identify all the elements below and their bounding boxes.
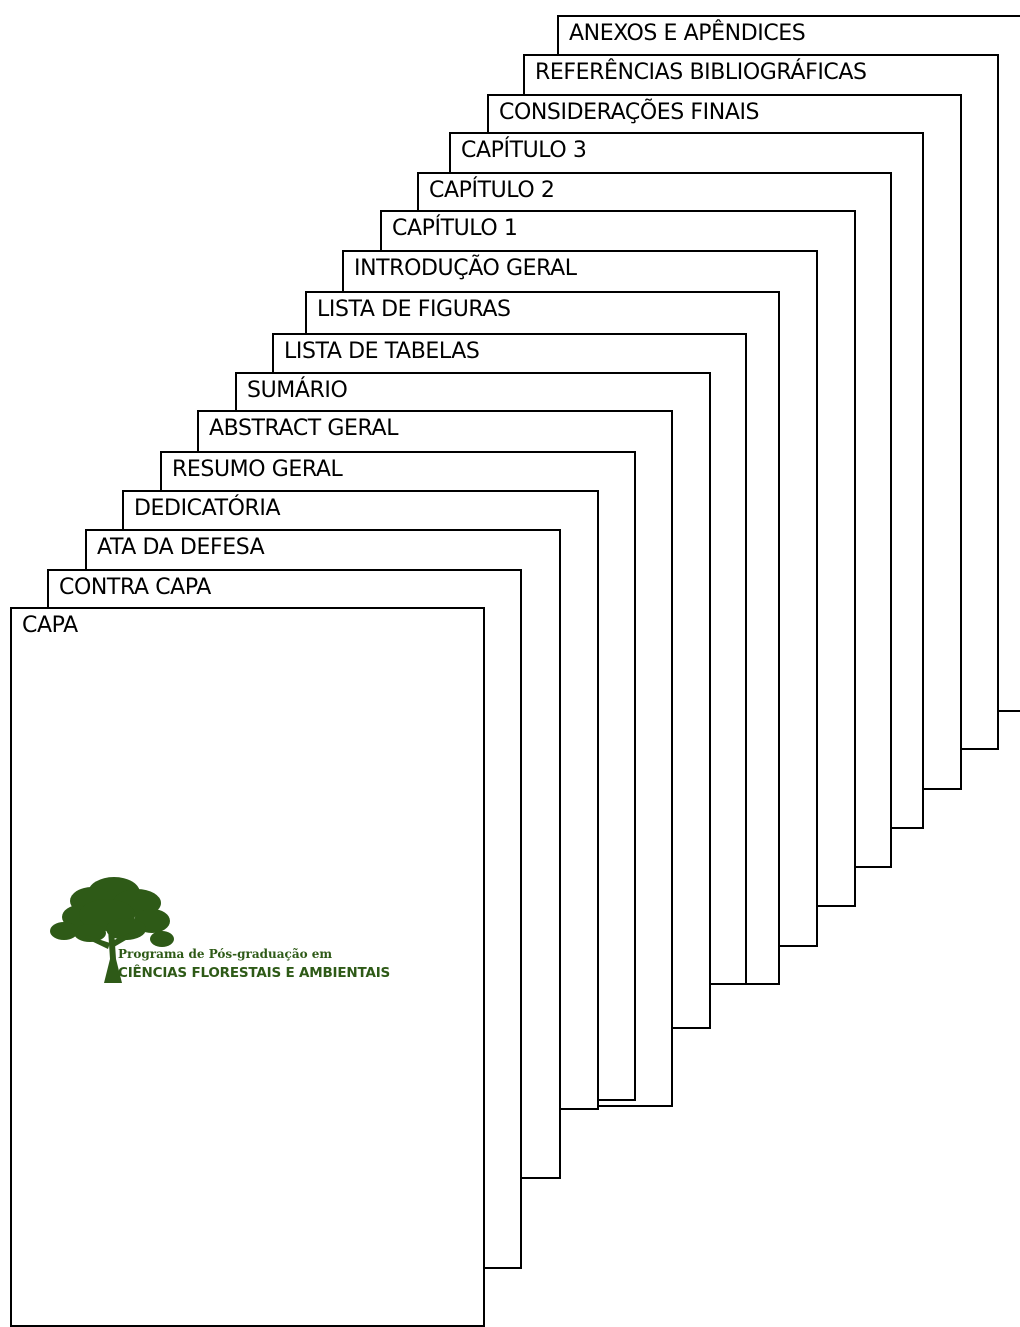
program-logo: Programa de Pós-graduação em CIÊNCIAS FLO…	[42, 871, 462, 991]
page-label: ABSTRACT GERAL	[209, 416, 399, 441]
page-label: CAPA	[22, 613, 78, 638]
page-label: SUMÁRIO	[247, 378, 348, 403]
page-label: CAPÍTULO 1	[392, 216, 518, 241]
page-label: CAPÍTULO 2	[429, 178, 555, 203]
page-label: RESUMO GERAL	[172, 457, 343, 482]
page-label: LISTA DE TABELAS	[284, 339, 480, 364]
tree-icon	[50, 877, 174, 983]
logo-program-name: CIÊNCIAS FLORESTAIS E AMBIENTAIS	[118, 965, 391, 981]
page-label: INTRODUÇÃO GERAL	[354, 256, 577, 281]
page-label: CAPÍTULO 3	[461, 138, 587, 163]
document-structure-diagram: ANEXOS E APÊNDICES REFERÊNCIAS BIBLIOGRÁF…	[10, 15, 1020, 1327]
page-capa: CAPA Programa de Pós-graduação em CIÊNCIAS…	[10, 607, 485, 1327]
logo-program-text: Programa de Pós-graduação em	[118, 947, 333, 961]
page-label: REFERÊNCIAS BIBLIOGRÁFICAS	[535, 60, 867, 85]
page-label: ATA DA DEFESA	[97, 535, 265, 560]
page-label: DEDICATÓRIA	[134, 496, 281, 521]
page-label: CONTRA CAPA	[59, 575, 211, 600]
page-label: CONSIDERAÇÕES FINAIS	[499, 100, 760, 125]
page-label: LISTA DE FIGURAS	[317, 297, 511, 322]
page-label: ANEXOS E APÊNDICES	[569, 21, 806, 46]
